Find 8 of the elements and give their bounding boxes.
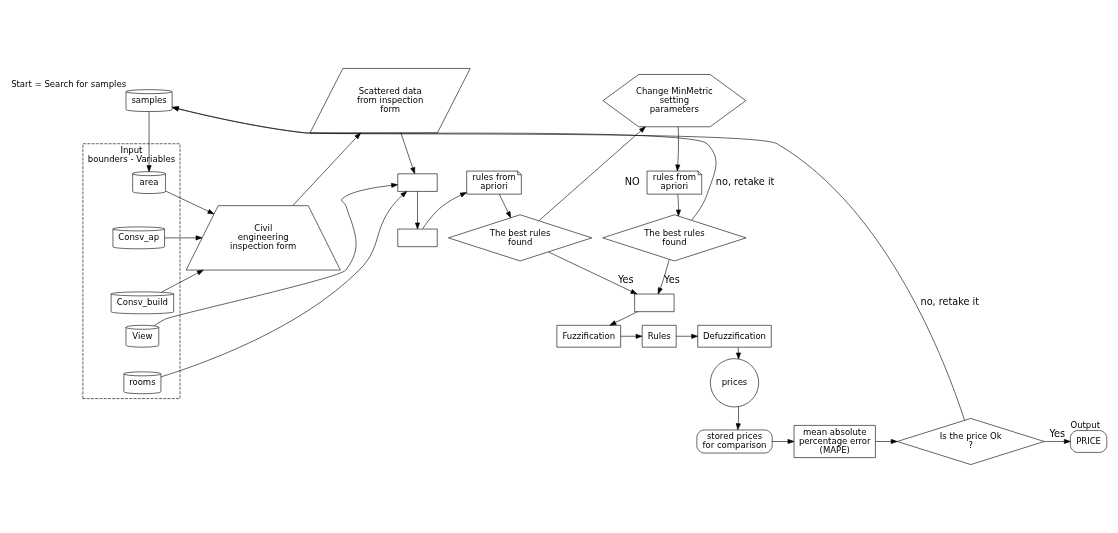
node-label: Start = Search for samples bbox=[11, 79, 127, 90]
edge-label: Yes bbox=[1049, 427, 1066, 439]
edge-label: NO bbox=[624, 175, 640, 187]
edge-label: no, retake it bbox=[920, 296, 980, 308]
edge-label: no, retake it bbox=[715, 175, 775, 187]
edge-label: Yes bbox=[664, 274, 680, 286]
edge-label: Yes bbox=[617, 274, 634, 286]
node-label: Output bbox=[1070, 420, 1100, 431]
